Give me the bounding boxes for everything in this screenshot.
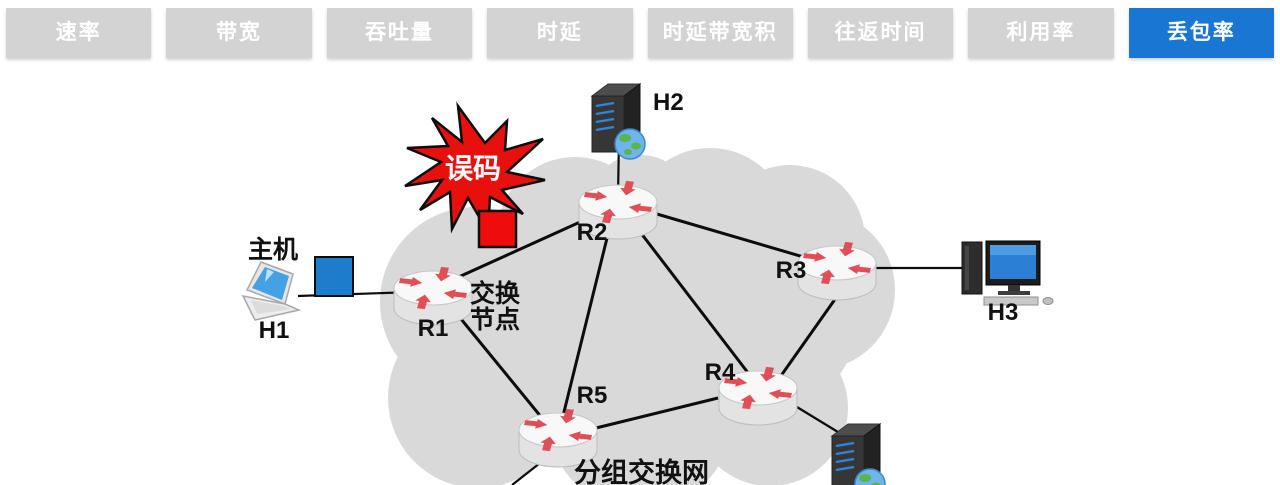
- tab-bandwidth[interactable]: 带宽: [166, 8, 312, 58]
- tab-packet-loss-rate[interactable]: 丢包率: [1128, 8, 1274, 58]
- tab-round-trip-time[interactable]: 往返时间: [807, 8, 954, 58]
- label-r1: R1: [418, 315, 449, 342]
- link-r1-r5: [450, 307, 544, 419]
- bit-error-label: 误码: [445, 153, 501, 184]
- tab-utilization[interactable]: 利用率: [968, 8, 1114, 58]
- link-r2-r4: [632, 223, 754, 379]
- metric-tab-bar: 速率 带宽 吞吐量 时延 时延带宽积 往返时间 利用率 丢包率: [0, 0, 1280, 58]
- label-r5: R5: [577, 382, 608, 409]
- link-r1-r2: [451, 211, 601, 282]
- label-r4: R4: [705, 359, 736, 386]
- label-r3: R3: [776, 257, 807, 284]
- desktop-icon: [961, 240, 1054, 306]
- corrupted-packet-square: [477, 209, 518, 249]
- label-h2: H2: [653, 89, 684, 116]
- label-r2: R2: [577, 219, 608, 246]
- link-r4-r5: [595, 396, 719, 430]
- server-h2-icon: [590, 82, 647, 161]
- switch-node-caption-line2: 节点: [470, 305, 520, 334]
- tab-delay[interactable]: 时延: [487, 8, 633, 58]
- link-r3-r4: [776, 294, 840, 381]
- laptop-icon: [241, 261, 302, 321]
- tab-rate[interactable]: 速率: [6, 8, 152, 58]
- switch-node-caption-line1: 交换: [470, 279, 521, 308]
- packet-square: [314, 256, 354, 297]
- label-h3: H3: [988, 299, 1019, 326]
- bit-error-burst: 误码: [404, 101, 546, 249]
- label-h1: H1: [259, 317, 290, 344]
- tab-delay-bw-product[interactable]: 时延带宽积: [647, 8, 793, 58]
- cloud-caption: 分组交换网: [574, 457, 709, 485]
- tab-throughput[interactable]: 吞吐量: [326, 8, 473, 58]
- host-caption: 主机: [248, 236, 298, 264]
- link-r2-r3: [649, 210, 808, 260]
- link-r2-r5: [561, 225, 612, 417]
- starburst-shape: [404, 101, 546, 237]
- server-bottom-icon: [830, 422, 887, 485]
